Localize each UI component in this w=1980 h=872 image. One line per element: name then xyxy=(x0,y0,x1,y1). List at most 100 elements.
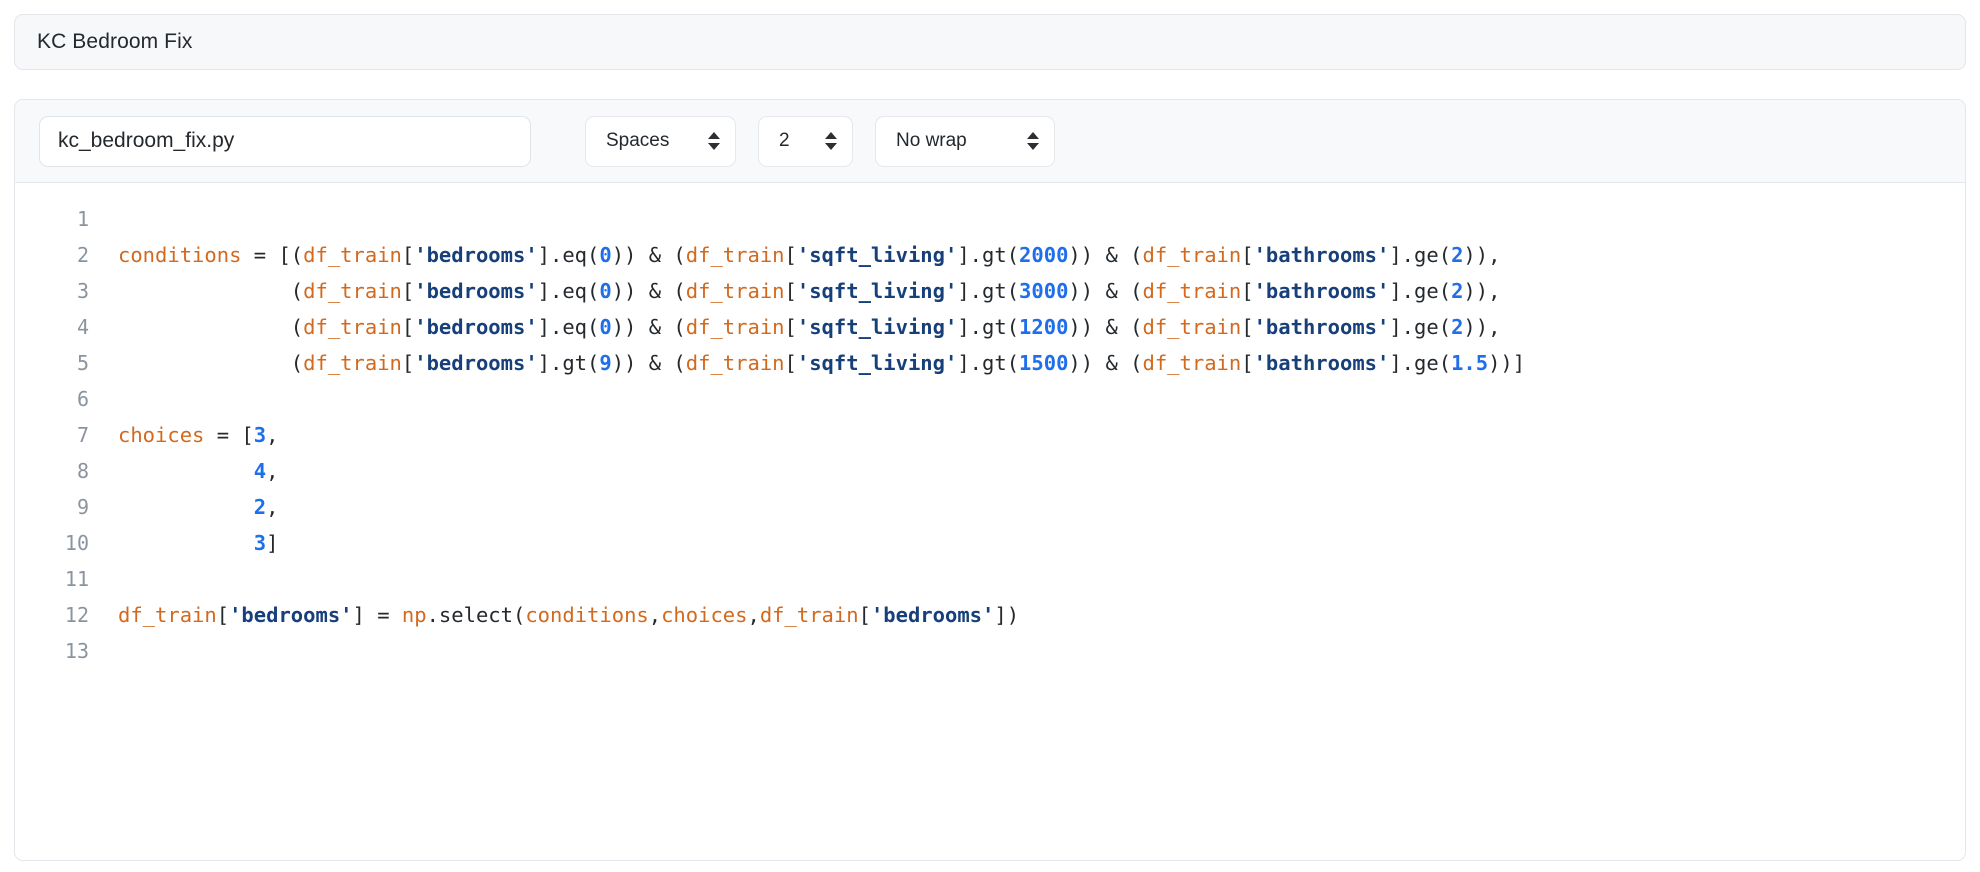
code-token: 'bedrooms' xyxy=(414,243,538,267)
page-title: KC Bedroom Fix xyxy=(37,30,193,53)
header-panel: KC Bedroom Fix xyxy=(14,14,1966,70)
line-number: 11 xyxy=(64,567,89,591)
code-token: df_train xyxy=(685,243,785,267)
code-token: 'bedrooms' xyxy=(414,351,538,375)
code-token: 'bedrooms' xyxy=(229,603,353,627)
code-token: ].ge( xyxy=(1389,315,1452,339)
indent-style-value: Spaces xyxy=(606,130,670,151)
code-token: ( xyxy=(118,279,304,303)
code-token: 'bathrooms' xyxy=(1253,243,1390,267)
code-token: [ xyxy=(784,315,797,339)
code-token: ( xyxy=(118,351,304,375)
code-token: df_train xyxy=(303,351,402,375)
code-token: ].eq( xyxy=(537,315,600,339)
code-token: ]) xyxy=(994,603,1020,627)
code-token: )) & ( xyxy=(1068,315,1143,339)
chevron-updown-icon xyxy=(824,128,838,154)
code-token: )) & ( xyxy=(611,351,686,375)
code-line: (df_train['bedrooms'].eq(0)) & (df_train… xyxy=(118,309,1965,345)
line-number: 13 xyxy=(64,639,89,663)
code-line: 2, xyxy=(118,489,1965,525)
code-token xyxy=(118,459,254,483)
code-token: , xyxy=(266,495,279,519)
code-token: df_train xyxy=(1142,351,1242,375)
editor-panel: Spaces 2 No wrap xyxy=(14,99,1966,861)
code-token: ].eq( xyxy=(537,243,600,267)
code-token: 2 xyxy=(253,495,267,519)
indent-style-select[interactable]: Spaces xyxy=(585,115,736,167)
indent-size-value: 2 xyxy=(779,130,790,151)
code-line: 4, xyxy=(118,453,1965,489)
line-number: 2 xyxy=(76,243,89,267)
line-number: 7 xyxy=(76,423,89,447)
line-number: 6 xyxy=(76,387,89,411)
code-token: )) & ( xyxy=(1068,243,1143,267)
code-token: 'bathrooms' xyxy=(1253,351,1390,375)
code-token: df_train xyxy=(118,603,217,627)
code-token: = [( xyxy=(241,243,304,267)
code-token: df_train xyxy=(685,351,785,375)
code-token: 4 xyxy=(253,459,267,483)
code-token: 2 xyxy=(1451,279,1464,303)
code-token: ].ge( xyxy=(1389,279,1452,303)
code-token: ] = xyxy=(352,603,402,627)
code-token: 9 xyxy=(599,351,612,375)
code-token: [ xyxy=(401,243,415,267)
chevron-updown-icon xyxy=(1026,128,1040,154)
code-token: conditions xyxy=(118,243,242,267)
code-token: ] xyxy=(266,531,279,555)
code-line xyxy=(118,201,1965,237)
code-line xyxy=(118,561,1965,597)
code-token: choices xyxy=(118,423,205,447)
code-line: conditions = [(df_train['bedrooms'].eq(0… xyxy=(118,237,1965,273)
code-line: (df_train['bedrooms'].eq(0)) & (df_train… xyxy=(118,273,1965,309)
code-token: ].gt( xyxy=(957,315,1020,339)
code-token: df_train xyxy=(1142,279,1242,303)
code-token: 0 xyxy=(599,279,612,303)
code-token: 2000 xyxy=(1019,243,1069,267)
code-line xyxy=(118,633,1965,669)
line-number: 10 xyxy=(64,531,89,555)
line-number: 3 xyxy=(76,279,89,303)
code-line: 3] xyxy=(118,525,1965,561)
code-token: )) & ( xyxy=(1068,279,1143,303)
filename-input[interactable] xyxy=(39,115,531,167)
code-token: choices xyxy=(661,603,748,627)
code-token: )), xyxy=(1463,243,1501,267)
code-token: 2 xyxy=(1451,243,1464,267)
code-token: [ xyxy=(858,603,871,627)
code-token: 'sqft_living' xyxy=(796,243,958,267)
code-token: [ xyxy=(401,279,415,303)
code-token: df_train xyxy=(1142,243,1242,267)
code-token: ].gt( xyxy=(957,351,1020,375)
code-token: 'bathrooms' xyxy=(1253,315,1390,339)
code-token: ].gt( xyxy=(537,351,600,375)
code-token: df_train xyxy=(685,315,785,339)
code-token: )) & ( xyxy=(611,243,686,267)
code-token: 'bedrooms' xyxy=(414,279,538,303)
code-token: [ xyxy=(401,315,415,339)
chevron-updown-icon xyxy=(707,128,721,154)
code-content[interactable]: conditions = [(df_train['bedrooms'].eq(0… xyxy=(89,201,1965,860)
line-number: 4 xyxy=(76,315,89,339)
code-token: )), xyxy=(1463,279,1501,303)
code-token: df_train xyxy=(685,279,785,303)
code-token xyxy=(118,531,254,555)
wrap-mode-select[interactable]: No wrap xyxy=(875,115,1055,167)
code-token: 1.5 xyxy=(1451,351,1489,375)
code-token: 0 xyxy=(599,243,612,267)
code-token: 0 xyxy=(599,315,612,339)
code-token: df_train xyxy=(303,243,402,267)
indent-size-select[interactable]: 2 xyxy=(758,115,853,167)
code-token: )) & ( xyxy=(1068,351,1143,375)
code-token: [ xyxy=(1241,279,1254,303)
code-token: .select( xyxy=(426,603,526,627)
line-number: 5 xyxy=(76,351,89,375)
code-token: df_train xyxy=(1142,315,1242,339)
code-line xyxy=(118,381,1965,417)
line-number: 12 xyxy=(64,603,89,627)
code-line: choices = [3, xyxy=(118,417,1965,453)
code-token: )), xyxy=(1463,315,1501,339)
